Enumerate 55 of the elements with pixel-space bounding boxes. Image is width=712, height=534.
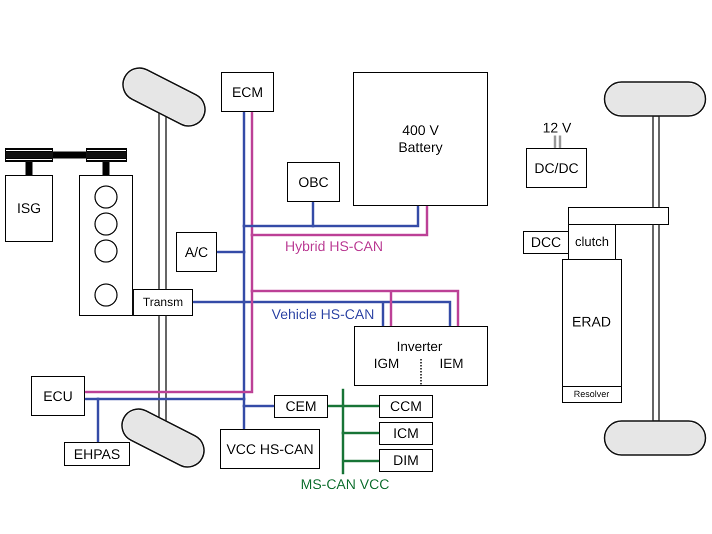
bus-line — [242, 404, 246, 429]
bus-label: Vehicle HS-CAN — [272, 306, 374, 320]
bus-line — [342, 404, 344, 434]
bus-line — [342, 432, 379, 474]
module-box: VCC HS-CAN — [220, 429, 320, 469]
bus-line — [85, 398, 100, 400]
bus-line — [242, 300, 246, 400]
clutch-box: clutch — [568, 224, 616, 260]
module-box: DCC — [523, 231, 569, 254]
section-label: IEM — [440, 355, 464, 372]
bus-line — [96, 398, 246, 400]
module-box: ICM — [379, 422, 433, 445]
module-label: ERAD — [572, 313, 611, 330]
module-box: DIM — [379, 449, 433, 472]
bus-line — [85, 290, 254, 394]
bus-line — [242, 404, 274, 408]
section-label: IGM — [374, 355, 400, 372]
bus-line — [312, 202, 314, 228]
module-box: EHPAS — [64, 442, 130, 466]
bus-line — [250, 206, 428, 236]
module-box: CEM — [274, 395, 328, 418]
bus-line — [250, 290, 460, 326]
voltage-label: 12 V — [542, 120, 572, 136]
module-box: A/C — [176, 232, 217, 272]
inverter-box — [354, 326, 488, 386]
battery-box: 400 V Battery — [353, 72, 488, 206]
bus-line — [250, 112, 254, 236]
module-box: ECU — [31, 376, 85, 416]
transmission-box: Transm — [133, 289, 193, 316]
housing-bar — [568, 207, 669, 225]
bus-line — [342, 432, 379, 434]
bus-line — [328, 404, 344, 408]
bus-line — [342, 388, 379, 408]
bus-line — [242, 250, 246, 304]
bus-label: MS-CAN VCC — [300, 477, 390, 491]
motor-box — [562, 259, 622, 403]
bus-line — [242, 300, 452, 326]
bus-line — [242, 398, 246, 408]
module-box: CCM — [379, 395, 433, 418]
bus-line — [217, 250, 246, 254]
converter-box: DC/DC — [526, 148, 587, 188]
module-label: Inverter — [396, 338, 442, 355]
bus-line — [193, 300, 246, 304]
generator-box: ISG — [5, 175, 53, 242]
engine-block — [79, 175, 133, 316]
bus-line — [242, 224, 314, 228]
bus-line — [312, 206, 420, 228]
module-box: ECM — [221, 72, 274, 112]
bus-label: Hybrid HS-CAN — [285, 239, 383, 253]
module-box: OBC — [287, 162, 340, 202]
terminal-wire — [554, 134, 562, 150]
bus-line — [96, 398, 100, 442]
bus-line — [242, 224, 246, 254]
bus-line — [242, 112, 246, 228]
bus-line — [250, 234, 254, 292]
